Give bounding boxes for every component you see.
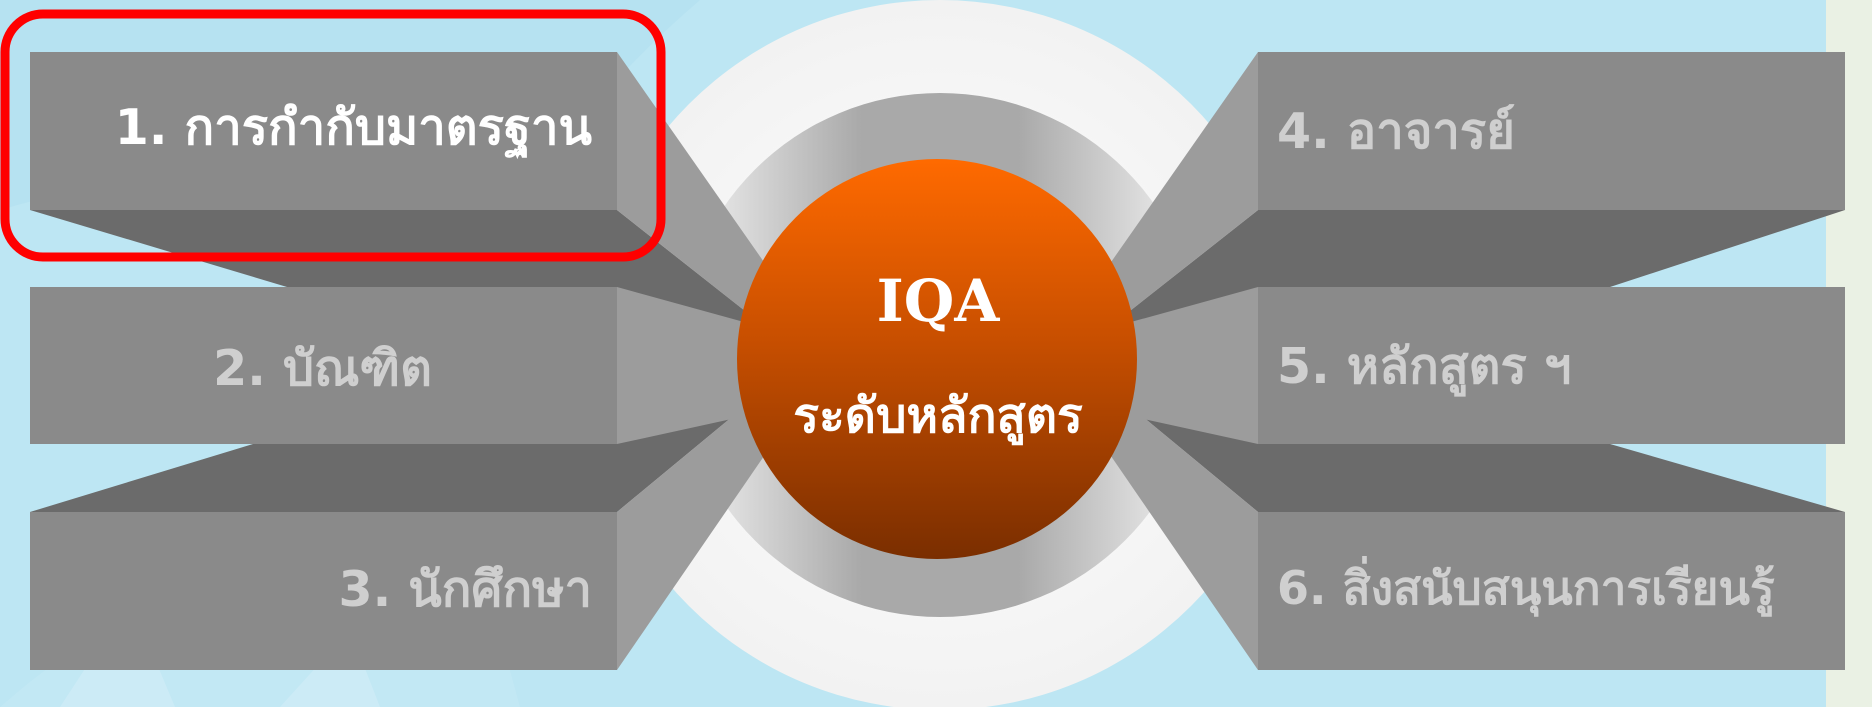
connector-4-side [1102, 52, 1258, 333]
box-6-face[interactable] [1258, 512, 1845, 670]
item-label-5[interactable]: 5. หลักสูตร ฯ [1277, 338, 1572, 395]
box-1-face[interactable] [30, 52, 617, 210]
connector-1-side [617, 52, 773, 333]
item-label-4[interactable]: 4. อาจารย์ [1277, 103, 1515, 160]
box-faces [30, 52, 1845, 670]
highlight-frame [0, 9, 666, 262]
item-label-6[interactable]: 6. สิ่งสนับสนุนการเรียนรู้ [1277, 561, 1775, 615]
item-label-1[interactable]: 1. การกำกับมาตรฐาน [114, 99, 592, 156]
connector-5-side [1102, 287, 1258, 444]
connector-6-side [1102, 383, 1258, 670]
center-orb[interactable] [737, 159, 1137, 559]
box-5-face[interactable] [1258, 287, 1845, 444]
box-3-face[interactable] [30, 512, 617, 670]
center-subtitle: ระดับหลักสูตร [793, 388, 1083, 444]
connector-3-side [617, 383, 773, 670]
connector-2-side [617, 287, 773, 444]
center-title: IQA [876, 267, 1000, 335]
box-2-face[interactable] [30, 287, 617, 444]
item-label-2[interactable]: 2. บัณฑิต [213, 340, 432, 397]
box-4-face[interactable] [1258, 52, 1845, 210]
item-label-3[interactable]: 3. นักศึกษา [338, 561, 592, 618]
